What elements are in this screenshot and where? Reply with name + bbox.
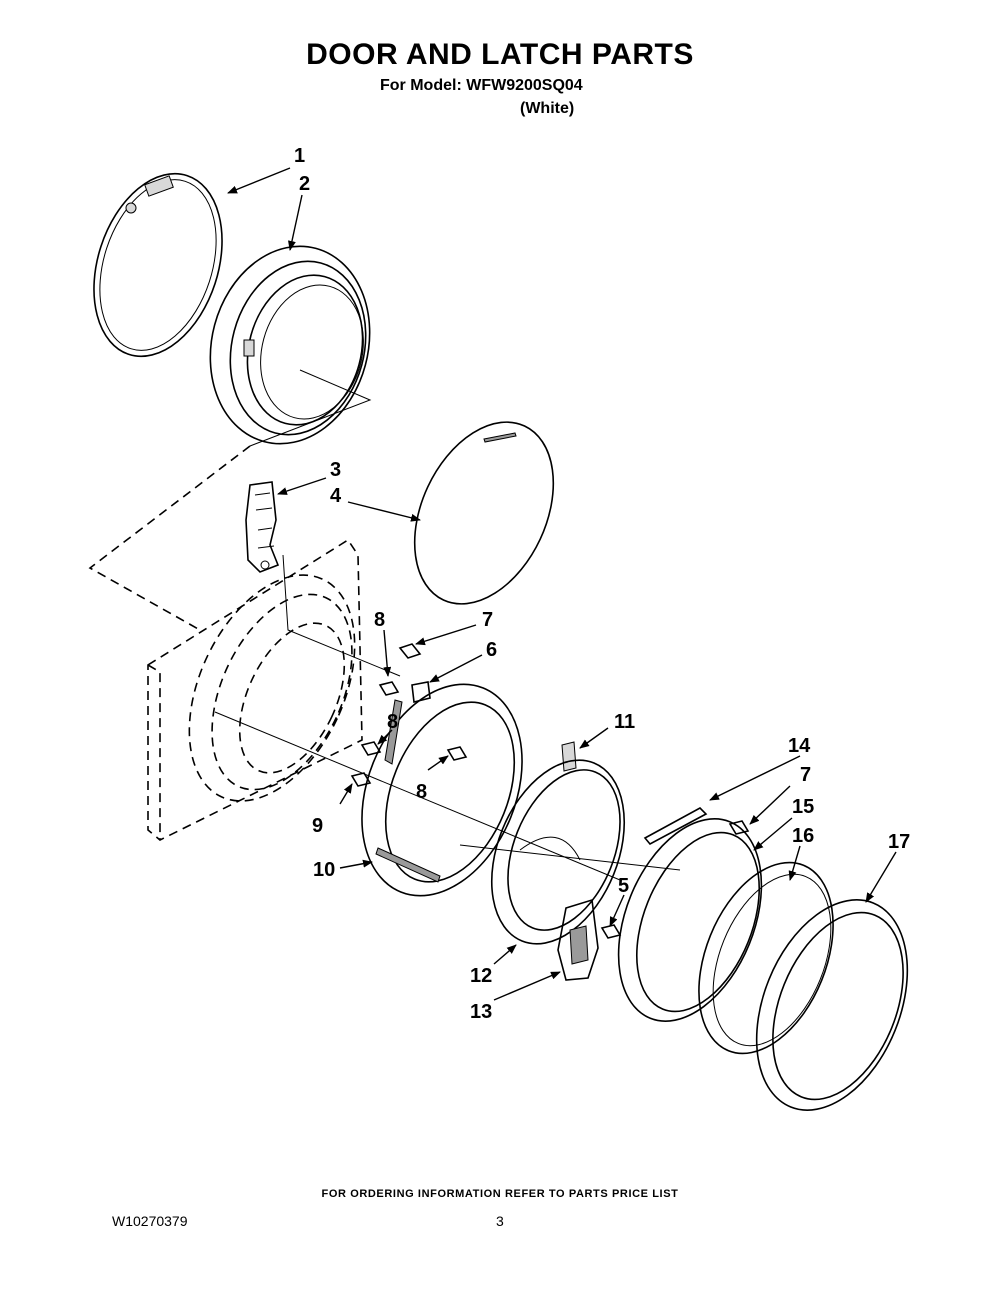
callout-8a: 8 [374, 609, 385, 631]
callout-4: 4 [330, 485, 342, 507]
color-line: (White) [520, 100, 575, 117]
leader-lines [227, 167, 897, 1001]
part-hinge [643, 807, 708, 846]
callout-7a: 7 [482, 609, 493, 631]
part-screws [350, 643, 750, 939]
document-number: W10270379 [112, 1213, 188, 1229]
part-inner-door-frame [361, 683, 523, 897]
part-clamp-ring [93, 172, 223, 358]
callout-7b: 7 [800, 764, 811, 786]
callout-8b: 8 [387, 711, 398, 733]
ordering-note: FOR ORDERING INFORMATION REFER TO PARTS … [321, 1188, 679, 1200]
callout-3: 3 [330, 459, 341, 481]
page-title: DOOR AND LATCH PARTS [306, 38, 694, 71]
callout-5: 5 [618, 875, 629, 897]
model-line: For Model: WFW9200SQ04 [380, 77, 583, 94]
part-door-glass [413, 421, 555, 605]
callout-9: 9 [312, 815, 323, 837]
part-strike [411, 681, 431, 703]
callout-11: 11 [614, 711, 635, 733]
part-clip [561, 741, 577, 772]
part-door-glass-bowl [490, 759, 626, 945]
callout-17: 17 [888, 831, 910, 853]
callout-labels: 1 2 3 4 8 7 6 8 11 8 9 10 14 7 15 16 17 … [294, 145, 910, 1023]
part-bellow [209, 245, 372, 447]
callout-16: 16 [792, 825, 814, 847]
callout-10: 10 [313, 859, 335, 881]
page-number: 3 [496, 1213, 504, 1229]
part-outer-door-panel [755, 899, 909, 1111]
callout-13: 13 [470, 1001, 492, 1023]
callout-15: 15 [792, 796, 814, 818]
assembly-lines [88, 445, 681, 881]
callout-8c: 8 [416, 781, 427, 803]
callout-1: 1 [294, 145, 305, 167]
callout-6: 6 [486, 639, 497, 661]
part-front-panel-outline [147, 538, 363, 841]
part-door-lock [245, 481, 280, 573]
callout-14: 14 [788, 735, 811, 757]
callout-2: 2 [299, 173, 310, 195]
part-outer-door-frame [617, 818, 763, 1022]
callout-12: 12 [470, 965, 492, 987]
part-door-handle [557, 898, 599, 981]
part-door-trim [698, 861, 834, 1055]
